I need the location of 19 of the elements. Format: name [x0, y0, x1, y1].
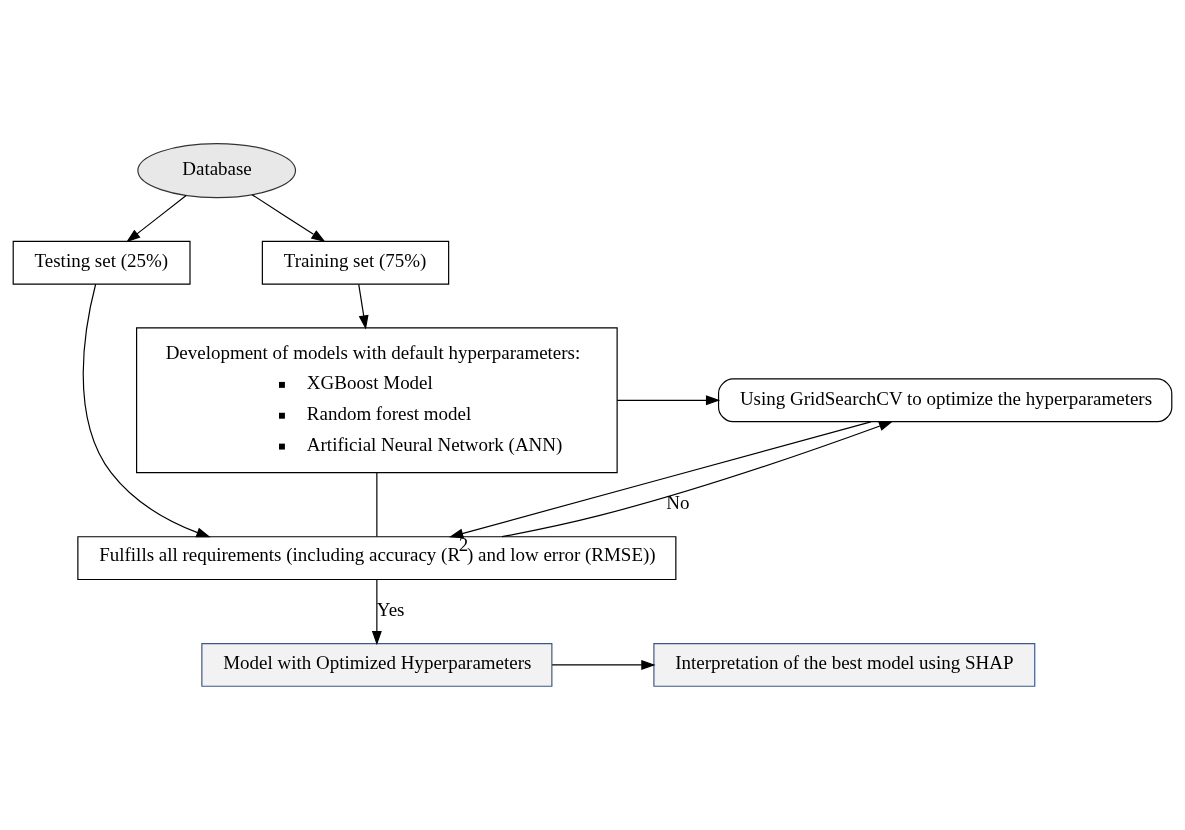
arrow	[551, 659, 656, 670]
node-box: Training set (75%)	[261, 240, 450, 285]
node-box: Model with Optimized Hyperparameters	[201, 642, 553, 687]
arrow	[82, 283, 211, 538]
node-box: Development of models with default hyperparameters: XGBoost Model Random forest model Artificial Neural Network (ANN)	[136, 327, 618, 474]
arrow	[501, 421, 894, 538]
arrow	[126, 195, 187, 243]
edge-label: No	[666, 492, 690, 514]
edge-label: Yes	[376, 599, 405, 621]
node-ellipse: Database	[137, 143, 297, 199]
node-box: Interpretation of the best model using SHAP	[653, 642, 1036, 687]
node-box: Using GridSearchCV to optimize the hyperparameters	[717, 378, 1173, 423]
arrow	[449, 421, 872, 539]
node-box: Testing set (25%)	[12, 240, 191, 285]
arrow	[358, 283, 369, 330]
arrow	[251, 194, 326, 243]
arrow	[371, 579, 382, 646]
arrow	[616, 395, 721, 406]
connector	[376, 472, 378, 538]
